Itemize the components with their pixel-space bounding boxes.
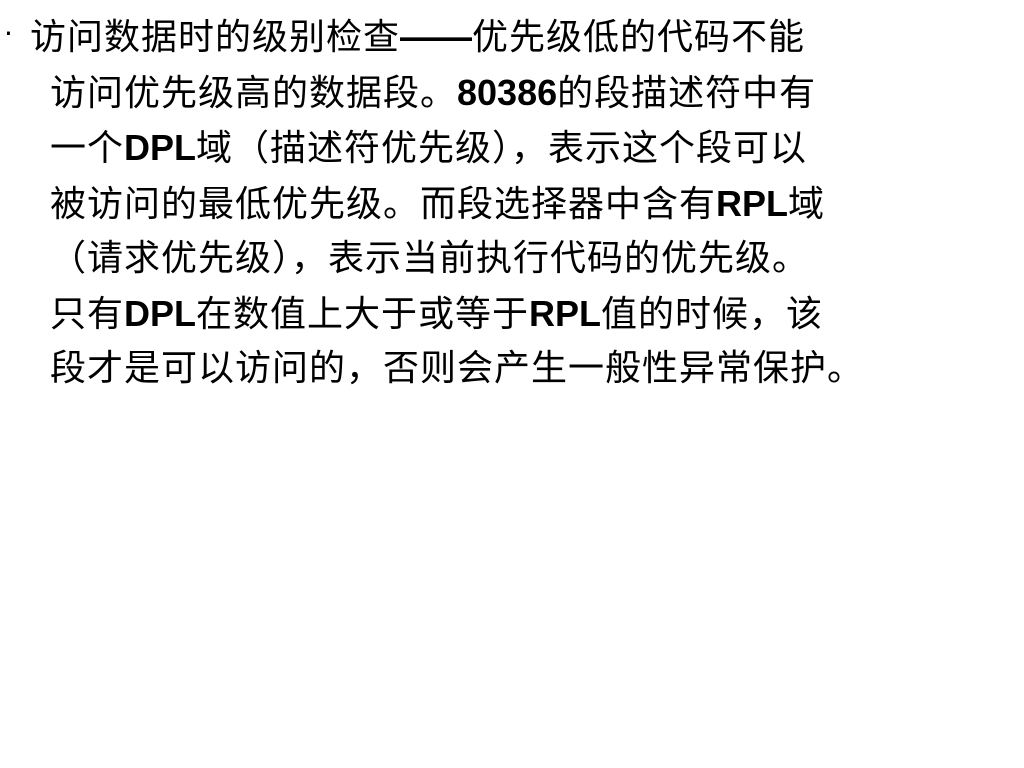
term-rpl: RPL [716, 182, 789, 224]
paragraph-line-1: 访问数据时的级别检查——优先级低的代码不能 [4, 10, 1019, 66]
text-segment: 域（描述符优先级），表示这个段可以 [196, 128, 808, 169]
term-80386: 80386 [457, 71, 558, 113]
paragraph-line-2: 访问优先级高的数据段。80386的段描述符中有 [4, 66, 1019, 122]
text-segment: 访问优先级高的数据段。 [50, 72, 458, 114]
text-segment: 的段描述符中有 [557, 72, 817, 114]
bullet-paragraph: · 访问数据时的级别检查——优先级低的代码不能 访问优先级高的数据段。80386… [4, 10, 1019, 397]
text-segment: 只有 [50, 293, 125, 335]
text-segment: 域 [788, 183, 826, 225]
text-segment: 被访问的最低优先级。而段选择器中含有 [50, 183, 717, 225]
paragraph-line-6: 只有DPL在数值上大于或等于RPL值的时候，该 [4, 287, 1019, 343]
text-segment: 在数值上大于或等于 [196, 293, 530, 335]
term-dpl: DPL [124, 292, 197, 334]
term-rpl: RPL [529, 292, 602, 334]
text-segment: 优先级低的代码不能 [472, 17, 806, 58]
term-dpl: DPL [124, 127, 197, 168]
text-segment: 值的时候，该 [601, 293, 824, 335]
text-segment: 段才是可以访问的，否则会产生一般性异常保护。 [50, 348, 865, 389]
paragraph-line-4: 被访问的最低优先级。而段选择器中含有RPL域 [4, 177, 1019, 233]
em-dash: —— [400, 16, 473, 57]
paragraph-line-7: 段才是可以访问的，否则会产生一般性异常保护。 [4, 342, 1019, 397]
paragraph-line-3: 一个DPL域（描述符优先级），表示这个段可以 [4, 121, 1019, 177]
paragraph-line-5: （请求优先级），表示当前执行代码的优先级。 [4, 232, 1019, 287]
text-segment: 访问数据时的级别检查 [30, 17, 401, 58]
text-segment: 一个 [50, 128, 125, 169]
text-segment: （请求优先级），表示当前执行代码的优先级。 [50, 238, 810, 279]
bullet-marker: · [4, 17, 13, 50]
